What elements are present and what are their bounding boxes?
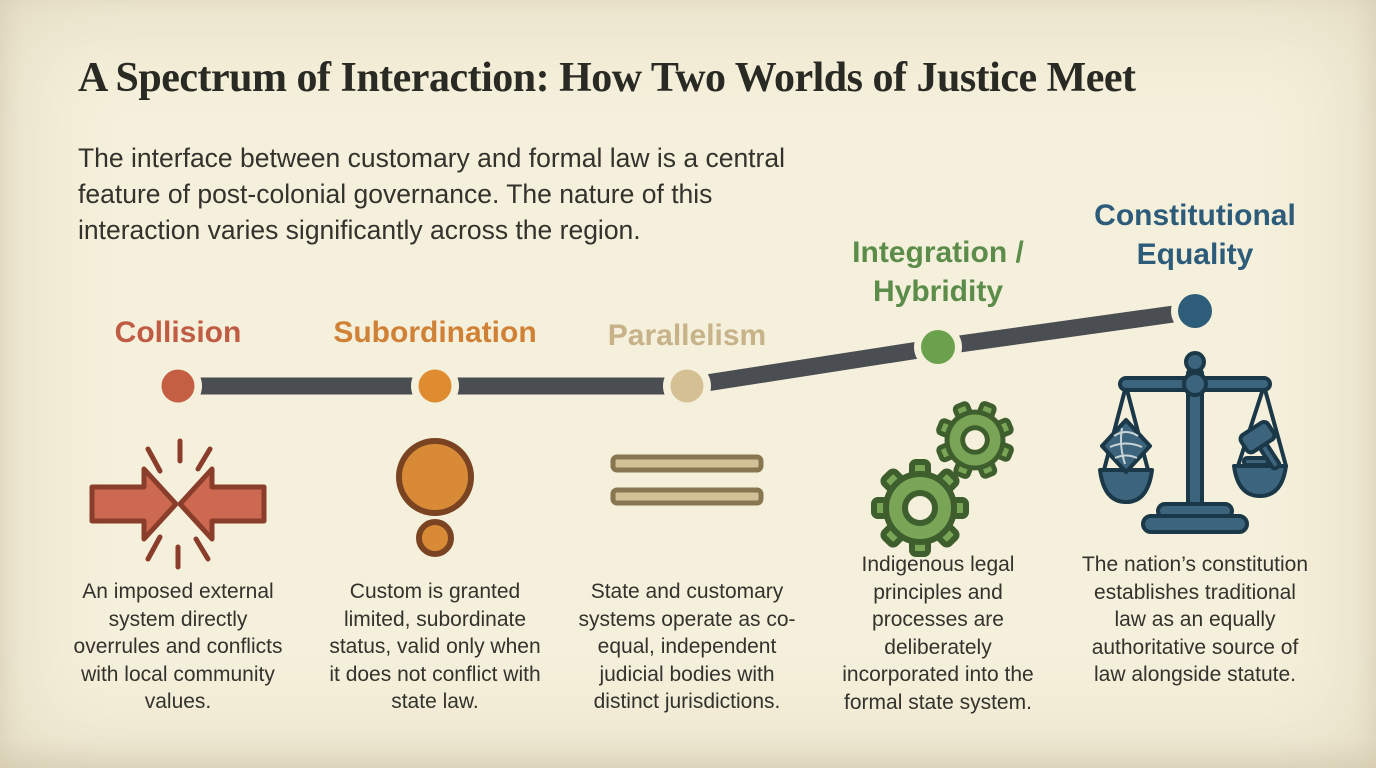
spectrum-dot-integration xyxy=(921,330,955,364)
stage-desc-constitutional: The nation’s constitution establishes tr… xyxy=(1081,553,1309,686)
scale-base-lower xyxy=(1141,514,1249,534)
left-pan xyxy=(1098,468,1154,504)
scale-strings xyxy=(1102,384,1288,472)
right-arrow xyxy=(177,466,267,542)
stage-label-subordination: Subordination xyxy=(333,316,537,349)
intro-paragraph: The interface between customary and form… xyxy=(78,143,785,245)
dominant-subordinate-circles-icon xyxy=(396,438,474,557)
spectrum-dot-constitutional xyxy=(1178,294,1212,328)
woven-diamond xyxy=(1100,418,1152,474)
dominant-circle xyxy=(396,438,474,516)
equal-parallel-bars-icon xyxy=(610,454,764,506)
stage-desc-parallelism: State and customary systems operate as c… xyxy=(578,580,796,713)
gavel-block xyxy=(1242,456,1270,467)
impact-sparks xyxy=(145,438,213,570)
right-pan xyxy=(1232,464,1288,498)
balance-scale-icon xyxy=(1098,351,1288,534)
lower-bar xyxy=(610,487,764,506)
large-gear xyxy=(874,462,966,554)
spectrum-dot-subordination xyxy=(418,369,452,403)
left-arrow xyxy=(89,466,179,542)
scale-top-knob xyxy=(1184,351,1206,373)
stage-desc-subordination: Custom is granted limited, subordinate s… xyxy=(329,580,541,713)
spectrum-dot-parallelism xyxy=(670,369,704,403)
spectrum-dot-collision xyxy=(161,369,195,403)
page-title: A Spectrum of Interaction: How Two World… xyxy=(78,55,1136,101)
stage-label-integration: Integration / Hybridity xyxy=(852,236,1024,308)
colliding-arrows-icon xyxy=(89,438,267,570)
stage-desc-collision: An imposed external system directly over… xyxy=(73,580,283,713)
diamond-pattern xyxy=(1109,427,1143,465)
subordinate-circle xyxy=(416,519,454,557)
stage-label-parallelism: Parallelism xyxy=(607,319,767,352)
upper-bar xyxy=(610,454,764,473)
stage-label-collision: Collision xyxy=(114,316,242,349)
stage-desc-integration: Indigenous legal principles and processe… xyxy=(842,553,1034,714)
interlocking-gears-icon xyxy=(852,396,1042,566)
scale-center-boss xyxy=(1182,371,1208,397)
stage-label-constitutional: Constitutional Equality xyxy=(1094,199,1296,271)
